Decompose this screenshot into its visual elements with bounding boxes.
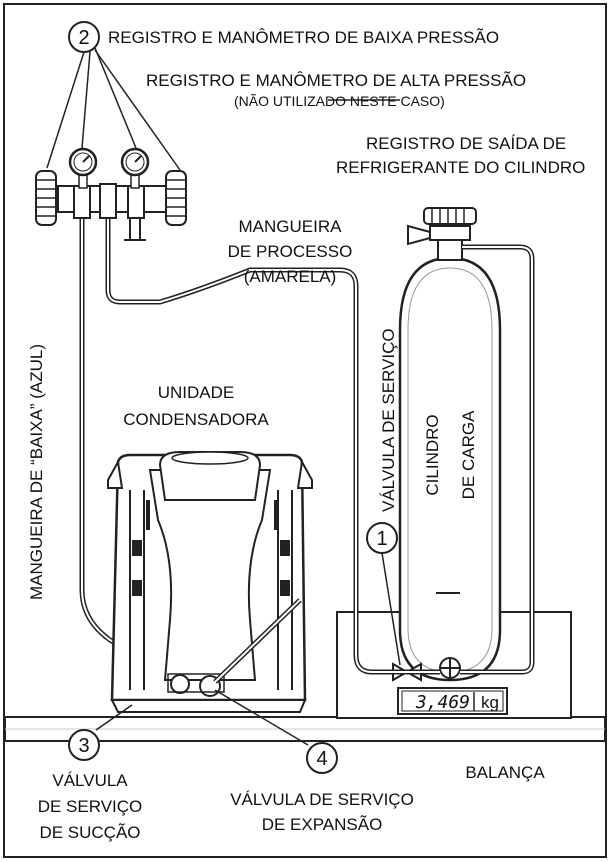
callout-1: 1 <box>366 522 398 554</box>
label-cylinder-1: CILINDRO <box>423 414 442 495</box>
scale-readout-unit: kg <box>481 693 499 712</box>
label-condenser-2: CONDENSADORA <box>123 410 269 429</box>
svg-text:1: 1 <box>376 528 387 550</box>
label-cyl-outlet-1: REGISTRO DE SAÍDA DE <box>366 134 566 153</box>
label-suction-1: VÁLVULA <box>52 771 128 790</box>
label-process-hose-1: MANGUEIRA <box>239 217 343 236</box>
label-high-register: REGISTRO E MANÔMETRO DE ALTA PRESSÃO <box>146 71 526 90</box>
label-scale: BALANÇA <box>465 763 545 782</box>
charge-cylinder <box>398 207 502 682</box>
callout-leaders <box>46 47 401 746</box>
label-service-valve: VÁLVULA DE SERVIÇO <box>379 328 398 512</box>
svg-text:4: 4 <box>316 748 327 770</box>
condensing-unit <box>107 451 313 713</box>
label-suction-3: DE SUCÇÃO <box>39 823 140 842</box>
label-suction-2: DE SERVIÇO <box>38 797 143 816</box>
scale-readout-value: 3,469 <box>415 692 470 713</box>
floor <box>4 716 606 742</box>
svg-text:3: 3 <box>78 735 89 757</box>
callout-2: 2 <box>68 21 100 53</box>
label-low-hose: MANGUEIRA DE “BAIXA” (AZUL) <box>27 344 46 600</box>
label-high-register-note: (NÃO UTILIZADO NESTE CASO) <box>234 93 445 109</box>
label-cyl-outlet-2: REFRIGERANTE DO CILINDRO <box>336 158 585 177</box>
callout-3: 3 <box>68 729 100 761</box>
manifold-gauge-set <box>35 147 187 241</box>
label-cylinder-2: DE CARGA <box>459 410 478 499</box>
callout-4: 4 <box>306 742 338 774</box>
label-expansion-1: VÁLVULA DE SERVIÇO <box>230 790 414 809</box>
label-process-hose-2: DE PROCESSO <box>228 242 353 261</box>
label-low-register: REGISTRO E MANÔMETRO DE BAIXA PRESSÃO <box>108 28 499 47</box>
svg-text:2: 2 <box>78 27 89 49</box>
label-expansion-2: DE EXPANSÃO <box>262 815 383 834</box>
label-condenser-1: UNIDADE <box>158 383 235 402</box>
label-process-hose-3: (AMARELA) <box>244 267 337 286</box>
